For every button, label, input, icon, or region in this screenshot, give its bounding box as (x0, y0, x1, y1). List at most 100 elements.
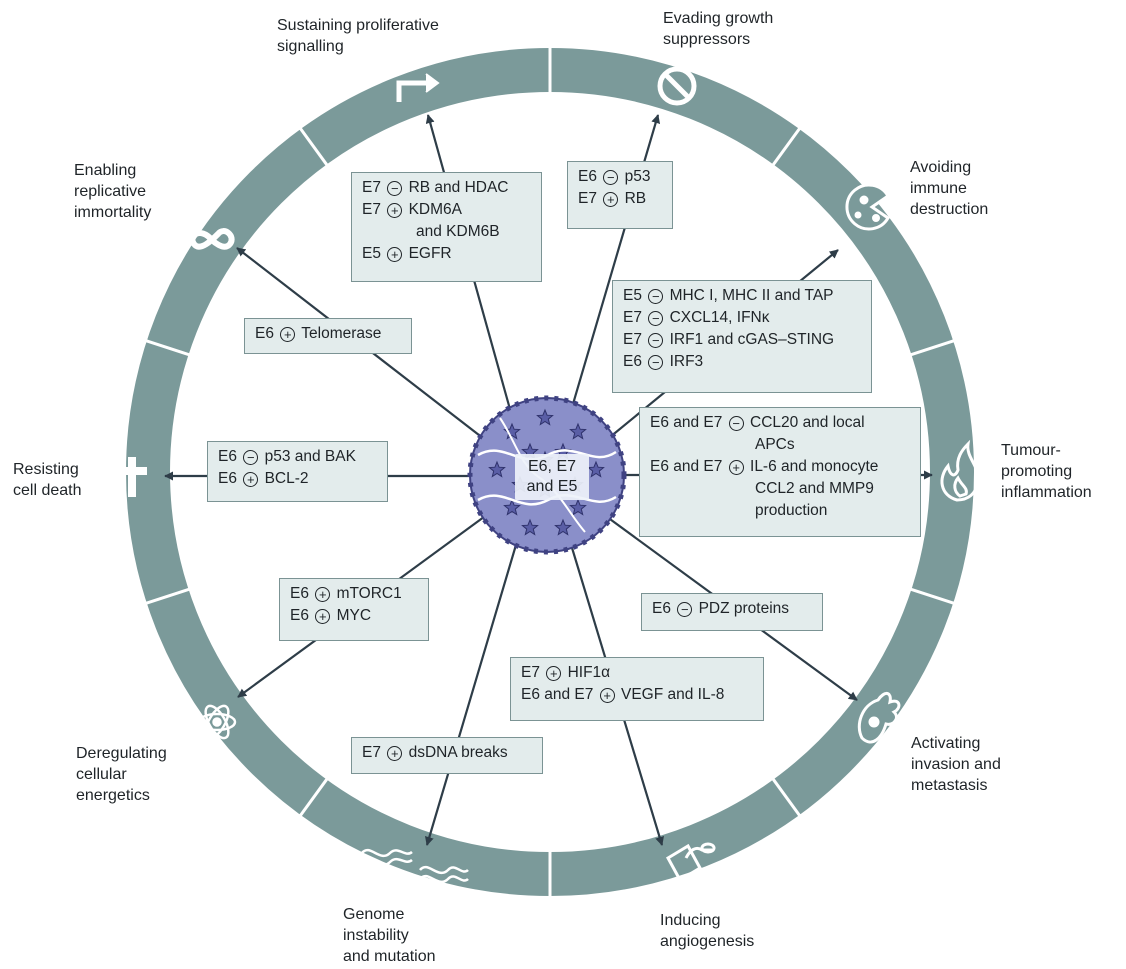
minus-circle-icon: − (648, 333, 664, 348)
capsomere (569, 498, 587, 516)
effect-line: E7 − CXCL14, IFNκ (623, 307, 861, 329)
capsomere (488, 460, 506, 478)
effect-target: and KDM6B (416, 223, 500, 240)
effect-protein: E6 (623, 353, 647, 370)
effect-protein: E6 and E7 (650, 458, 727, 475)
cross-icon (117, 457, 147, 497)
effect-line: E6 + Telomerase (255, 323, 401, 345)
effect-line: E6 − p53 and BAK (218, 446, 377, 468)
effect-target: HIF1α (563, 664, 611, 681)
effect-protein: E6 (218, 470, 242, 487)
effect-target: RB and HDAC (404, 179, 509, 196)
effect-line: E6 + MYC (290, 605, 418, 627)
effect-line: E6 − IRF3 (623, 351, 861, 373)
effect-target: MHC I, MHC II and TAP (665, 287, 834, 304)
effect-target: p53 and BAK (260, 448, 356, 465)
effect-protein: E6 (652, 600, 676, 617)
effect-line: E6 + BCL-2 (218, 468, 377, 490)
effect-line: production (650, 500, 910, 522)
minus-circle-icon: − (648, 311, 664, 326)
capsomere (554, 518, 572, 536)
effect-protein: E7 (623, 331, 647, 348)
effect-line: E6 and E7 − CCL20 and local (650, 412, 910, 434)
capsomere (569, 422, 587, 440)
effect-target: CXCL14, IFNκ (665, 309, 770, 326)
minus-circle-icon: − (728, 416, 744, 431)
minus-circle-icon: − (603, 170, 619, 185)
capsomere (503, 498, 521, 516)
effect-target: VEGF and IL-8 (616, 686, 725, 703)
effect-line: E5 + EGFR (362, 243, 531, 265)
effect-target: mTORC1 (332, 585, 402, 602)
blood-vessel-icon (665, 842, 716, 883)
ring-divider (144, 338, 191, 357)
effect-target: CCL2 and MMP9 (755, 480, 874, 497)
infinity-icon (189, 228, 235, 250)
effect-target: BCL-2 (260, 470, 309, 487)
effect-target: IRF3 (665, 353, 704, 370)
plus-circle-icon: + (546, 666, 562, 681)
effect-box-invasion: E6 − PDZ proteins (641, 593, 823, 631)
effect-target: Telomerase (297, 325, 382, 342)
hallmark-label-proliferative: Sustaining proliferative signalling (277, 17, 439, 55)
effect-protein: E7 (362, 744, 386, 761)
plus-circle-icon: + (603, 192, 619, 207)
plus-circle-icon: + (280, 327, 296, 342)
effect-protein: E6 (290, 607, 314, 624)
ring-divider (909, 587, 956, 606)
effect-protein: E6 (578, 168, 602, 185)
effect-line: and KDM6B (362, 221, 531, 243)
minus-circle-icon: − (648, 355, 664, 370)
effect-protein: E6 (218, 448, 242, 465)
minus-circle-icon: − (677, 602, 693, 617)
bent-arrow-icon (396, 73, 440, 102)
ring-divider (770, 776, 802, 818)
effect-line: E7 − IRF1 and cGAS–STING (623, 329, 861, 351)
effect-target: APCs (755, 436, 795, 453)
effect-target: p53 (620, 168, 651, 185)
effect-line: CCL2 and MMP9 (650, 478, 910, 500)
capsomere (536, 408, 554, 426)
migrating-cell-icon (857, 692, 901, 744)
plus-circle-icon: + (728, 460, 744, 475)
effect-line: E6 + mTORC1 (290, 583, 418, 605)
minus-circle-icon: − (648, 289, 664, 304)
effect-target: dsDNA breaks (404, 744, 508, 761)
effect-line: E7 + dsDNA breaks (362, 742, 532, 764)
flame-icon (940, 439, 980, 502)
arrow-genome (424, 527, 523, 846)
atom-icon (197, 704, 237, 740)
hallmark-label-immune: Avoiding immune destruction (910, 159, 989, 218)
plus-circle-icon: + (243, 472, 259, 487)
effect-protein: E7 (521, 664, 545, 681)
hallmark-label-cell-death: Resisting cell death (13, 461, 82, 499)
ring-divider (298, 126, 330, 168)
plus-circle-icon: + (387, 746, 403, 761)
effect-line: E6 − p53 (578, 166, 662, 188)
effect-target: KDM6A (404, 201, 462, 218)
effect-protein: E6 and E7 (521, 686, 598, 703)
hallmark-label-energetics: Deregulating cellular energetics (76, 745, 167, 804)
effect-box-genome: E7 + dsDNA breaks (351, 737, 543, 774)
effect-line: E6 and E7 + VEGF and IL-8 (521, 684, 753, 706)
effect-protein: E7 (623, 309, 647, 326)
dna-helix-icon (361, 848, 469, 884)
effect-target: EGFR (404, 245, 452, 262)
effect-target: CCL20 and local (745, 414, 865, 431)
effect-line: E7 + HIF1α (521, 662, 753, 684)
minus-circle-icon: − (243, 450, 259, 465)
effect-protein: E7 (362, 179, 386, 196)
effect-protein: E6 and E7 (650, 414, 727, 431)
effect-line: E7 + KDM6A (362, 199, 531, 221)
ring-divider (298, 776, 330, 818)
effect-target: PDZ proteins (694, 600, 790, 617)
plus-circle-icon: + (599, 688, 615, 703)
effect-protein: E5 (362, 245, 386, 262)
ring-divider (909, 338, 956, 357)
